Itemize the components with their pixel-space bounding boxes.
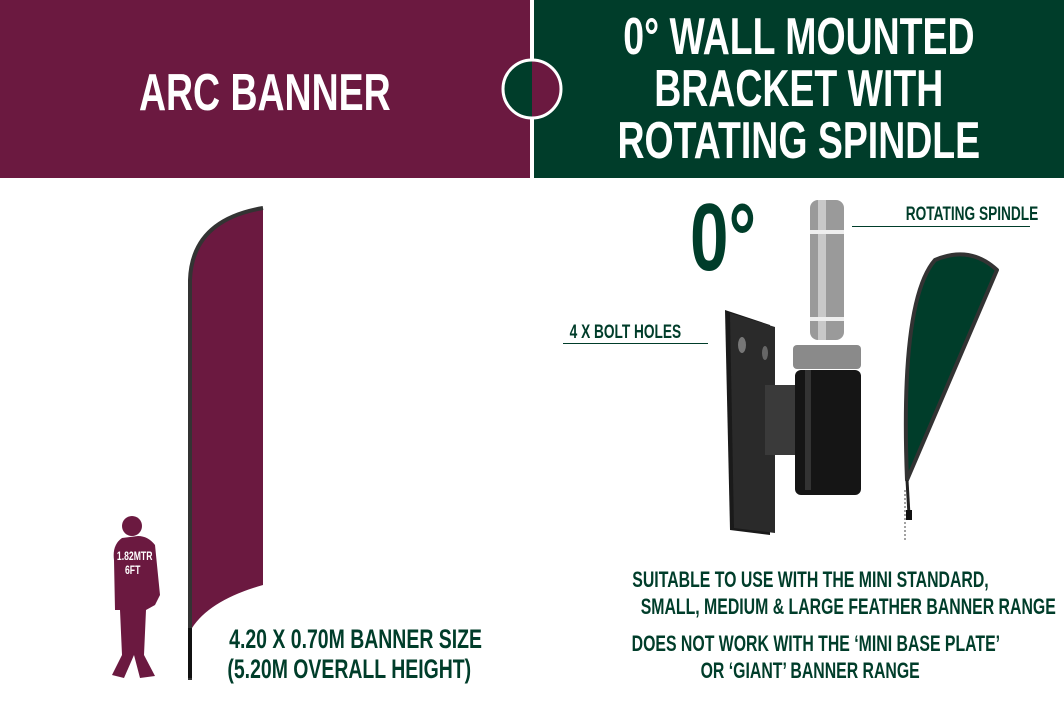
spindle-leader-line bbox=[852, 226, 1030, 227]
not-work-line-2: OR ‘GIANT’ BANNER RANGE bbox=[700, 658, 920, 683]
spindle-label: ROTATING SPINDLE bbox=[905, 204, 1039, 225]
left-header: ARC BANNER bbox=[0, 0, 530, 178]
right-header-line-2: BRACKET WITH bbox=[654, 60, 944, 118]
banner-size-line-1: 4.20 X 0.70M BANNER SIZE bbox=[229, 624, 482, 654]
suitable-line-2: SMALL, MEDIUM & LARGE FEATHER BANNER RAN… bbox=[640, 594, 1056, 619]
wall-bracket-photo bbox=[725, 200, 861, 535]
right-header: 0° WALL MOUNTED BRACKET WITH ROTATING SP… bbox=[534, 0, 1064, 178]
divider-circle-icon bbox=[501, 58, 563, 120]
right-header-line-3: ROTATING SPINDLE bbox=[617, 112, 981, 170]
banner-size-line-2: (5.20M OVERALL HEIGHT) bbox=[227, 654, 472, 684]
feather-banner-illustration bbox=[903, 252, 999, 540]
bolt-leader-line bbox=[563, 343, 708, 344]
arc-banner-illustration bbox=[112, 206, 264, 680]
right-header-line-1: 0° WALL MOUNTED bbox=[623, 8, 975, 66]
bolt-holes-label: 4 X BOLT HOLES bbox=[569, 322, 682, 343]
person-height-ft-label: 6FT bbox=[125, 563, 141, 577]
angle-label: 0° bbox=[690, 184, 757, 291]
person-silhouette-icon bbox=[112, 516, 160, 678]
left-header-title: ARC BANNER bbox=[139, 64, 391, 122]
person-height-label: 1.82MTR bbox=[116, 549, 153, 563]
not-work-line-1: DOES NOT WORK WITH THE ‘MINI BASE PLATE’ bbox=[631, 631, 1001, 656]
suitable-line-1: SUITABLE TO USE WITH THE MINI STANDARD, bbox=[631, 567, 989, 592]
